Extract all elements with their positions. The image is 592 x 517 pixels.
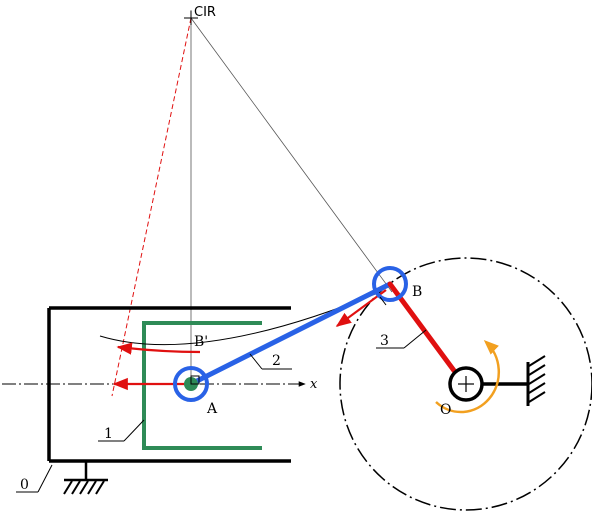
joint-b-right-angle-mark (379, 296, 387, 306)
part-0-label: 0 (20, 477, 29, 493)
crank-link (387, 281, 461, 379)
joint-a-right-angle-mark (190, 375, 200, 385)
housing-frame (47, 306, 291, 463)
velocity-arrow-b-prime (116, 342, 201, 355)
leader-part-1 (98, 419, 145, 442)
joint-a (173, 366, 209, 402)
label-b: B (412, 284, 422, 300)
joint-b (372, 266, 408, 302)
cir-dashed-line (111, 17, 192, 397)
housing-ground-icon (63, 461, 108, 495)
part-2-label: 2 (272, 353, 281, 369)
part-3-label: 3 (380, 333, 389, 349)
slider-body (142, 321, 262, 450)
rotation-arrow-icon (435, 339, 500, 414)
crank-path-circle (339, 257, 592, 511)
x-axis-label: x (310, 377, 318, 392)
cir-to-b-line (190, 17, 393, 293)
leader-part-0 (16, 464, 53, 493)
cir-point (184, 11, 198, 25)
part-1-label: 1 (104, 426, 113, 442)
cir-label: CIR (194, 5, 216, 20)
leader-part-3 (376, 329, 427, 349)
label-o: O (440, 402, 451, 418)
label-a: A (206, 401, 218, 417)
pivot-cross-icon (458, 376, 474, 392)
label-b-prime: B' (194, 334, 208, 350)
leader-part-2 (249, 353, 292, 370)
connecting-rod (188, 281, 393, 387)
pivot-ground-icon (526, 355, 546, 406)
